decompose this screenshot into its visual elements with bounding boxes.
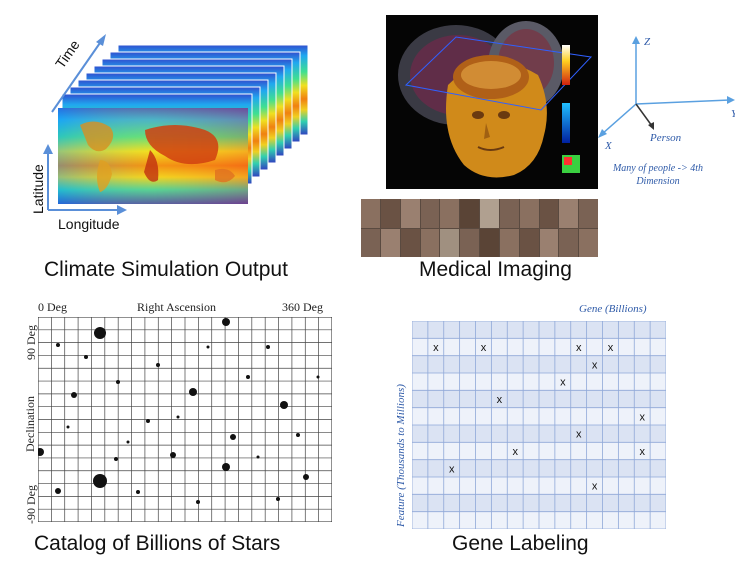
gene-top-label: Gene (Billions) xyxy=(579,303,647,315)
gene-mark: x xyxy=(560,377,566,389)
medical-caption: Medical Imaging xyxy=(419,258,572,281)
latitude-axis-arrow xyxy=(43,144,53,210)
right-ascension-label: Right Ascension xyxy=(137,300,217,314)
gene-mark: x xyxy=(608,342,614,354)
gene-mark: x xyxy=(497,394,503,406)
stars xyxy=(38,318,320,504)
ra-end-label: 360 Deg xyxy=(282,300,323,314)
gene-mark: x xyxy=(449,463,455,475)
climate-panel: Time Latitude Longitude xyxy=(0,0,360,290)
face-thumbnails-strip xyxy=(361,199,598,257)
time-axis-arrow xyxy=(51,34,106,113)
longitude-axis-arrow xyxy=(48,205,127,215)
axis-z-label: Z xyxy=(644,36,651,48)
gene-mark: x xyxy=(576,429,582,441)
gene-mark: x xyxy=(592,359,598,371)
gene-mark: x xyxy=(512,446,518,458)
axis-x-label: X xyxy=(605,140,612,152)
fourth-dimension-note: Many of people -> 4th Dimension xyxy=(612,163,704,187)
gene-side-label: Feature (Thousands to Millions) xyxy=(395,384,407,527)
gene-mark: x xyxy=(639,411,645,423)
dec-bottom-label: -90 Deg xyxy=(24,485,38,524)
brain-scan-image xyxy=(386,15,598,189)
climate-front-map xyxy=(58,108,248,204)
climate-caption: Climate Simulation Output xyxy=(44,258,288,281)
stars-caption: Catalog of Billions of Stars xyxy=(34,532,281,555)
gene-caption: Gene Labeling xyxy=(452,532,589,555)
person-label: Person xyxy=(650,132,682,144)
gene-mark: x xyxy=(592,481,598,493)
climate-illustration xyxy=(43,34,309,215)
axis-y-label: Y xyxy=(731,108,735,120)
gene-mark: x xyxy=(576,342,582,354)
ra-start-label: 0 Deg xyxy=(38,300,67,314)
dec-top-label: 90 Deg xyxy=(24,325,38,360)
gene-mark: x xyxy=(639,446,645,458)
longitude-axis-label: Longitude xyxy=(58,216,120,232)
star-catalog-grid xyxy=(38,317,332,522)
gene-mark: x xyxy=(433,342,439,354)
medical-panel: Z Y X Person Many of people -> 4th Dimen… xyxy=(360,0,735,290)
stars-panel-header: 0 Deg Right Ascension 360 Deg xyxy=(38,300,330,316)
declination-label: Declination xyxy=(23,396,37,452)
xyz-axes-diagram xyxy=(598,36,735,138)
latitude-axis-label: Latitude xyxy=(30,164,46,214)
gene-mark: x xyxy=(481,342,487,354)
